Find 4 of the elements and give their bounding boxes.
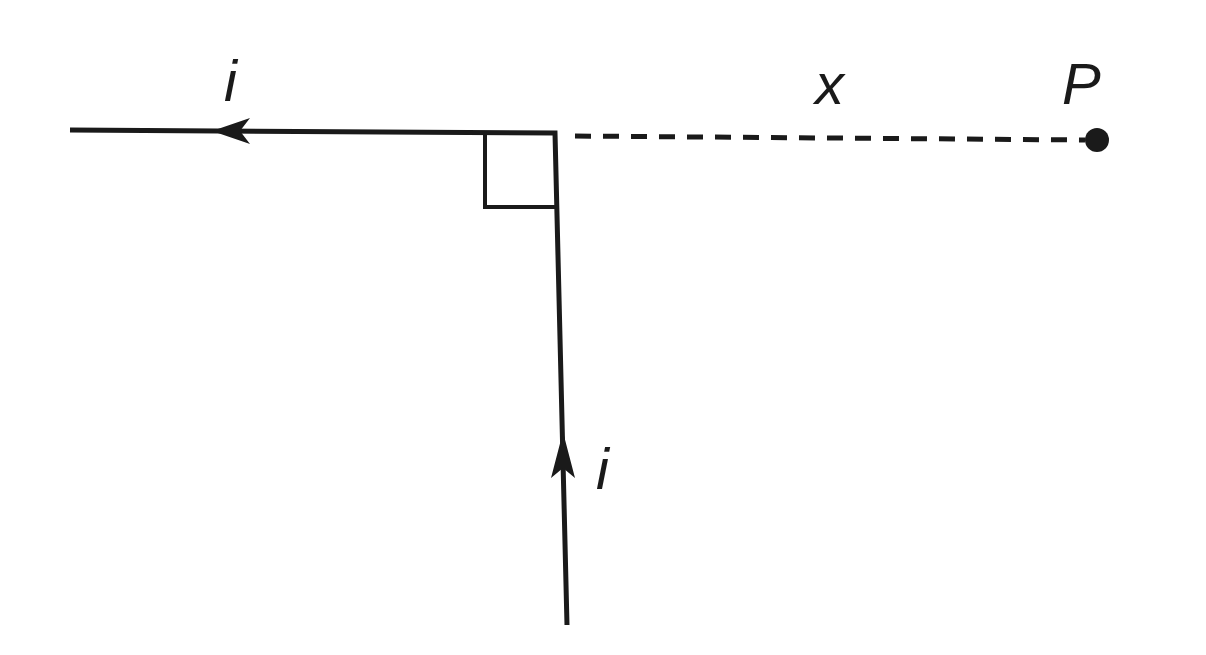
point-label: P [1062, 55, 1101, 113]
current-label: i [596, 440, 609, 498]
current-label: i [224, 52, 237, 110]
distance-label: x [815, 55, 844, 113]
